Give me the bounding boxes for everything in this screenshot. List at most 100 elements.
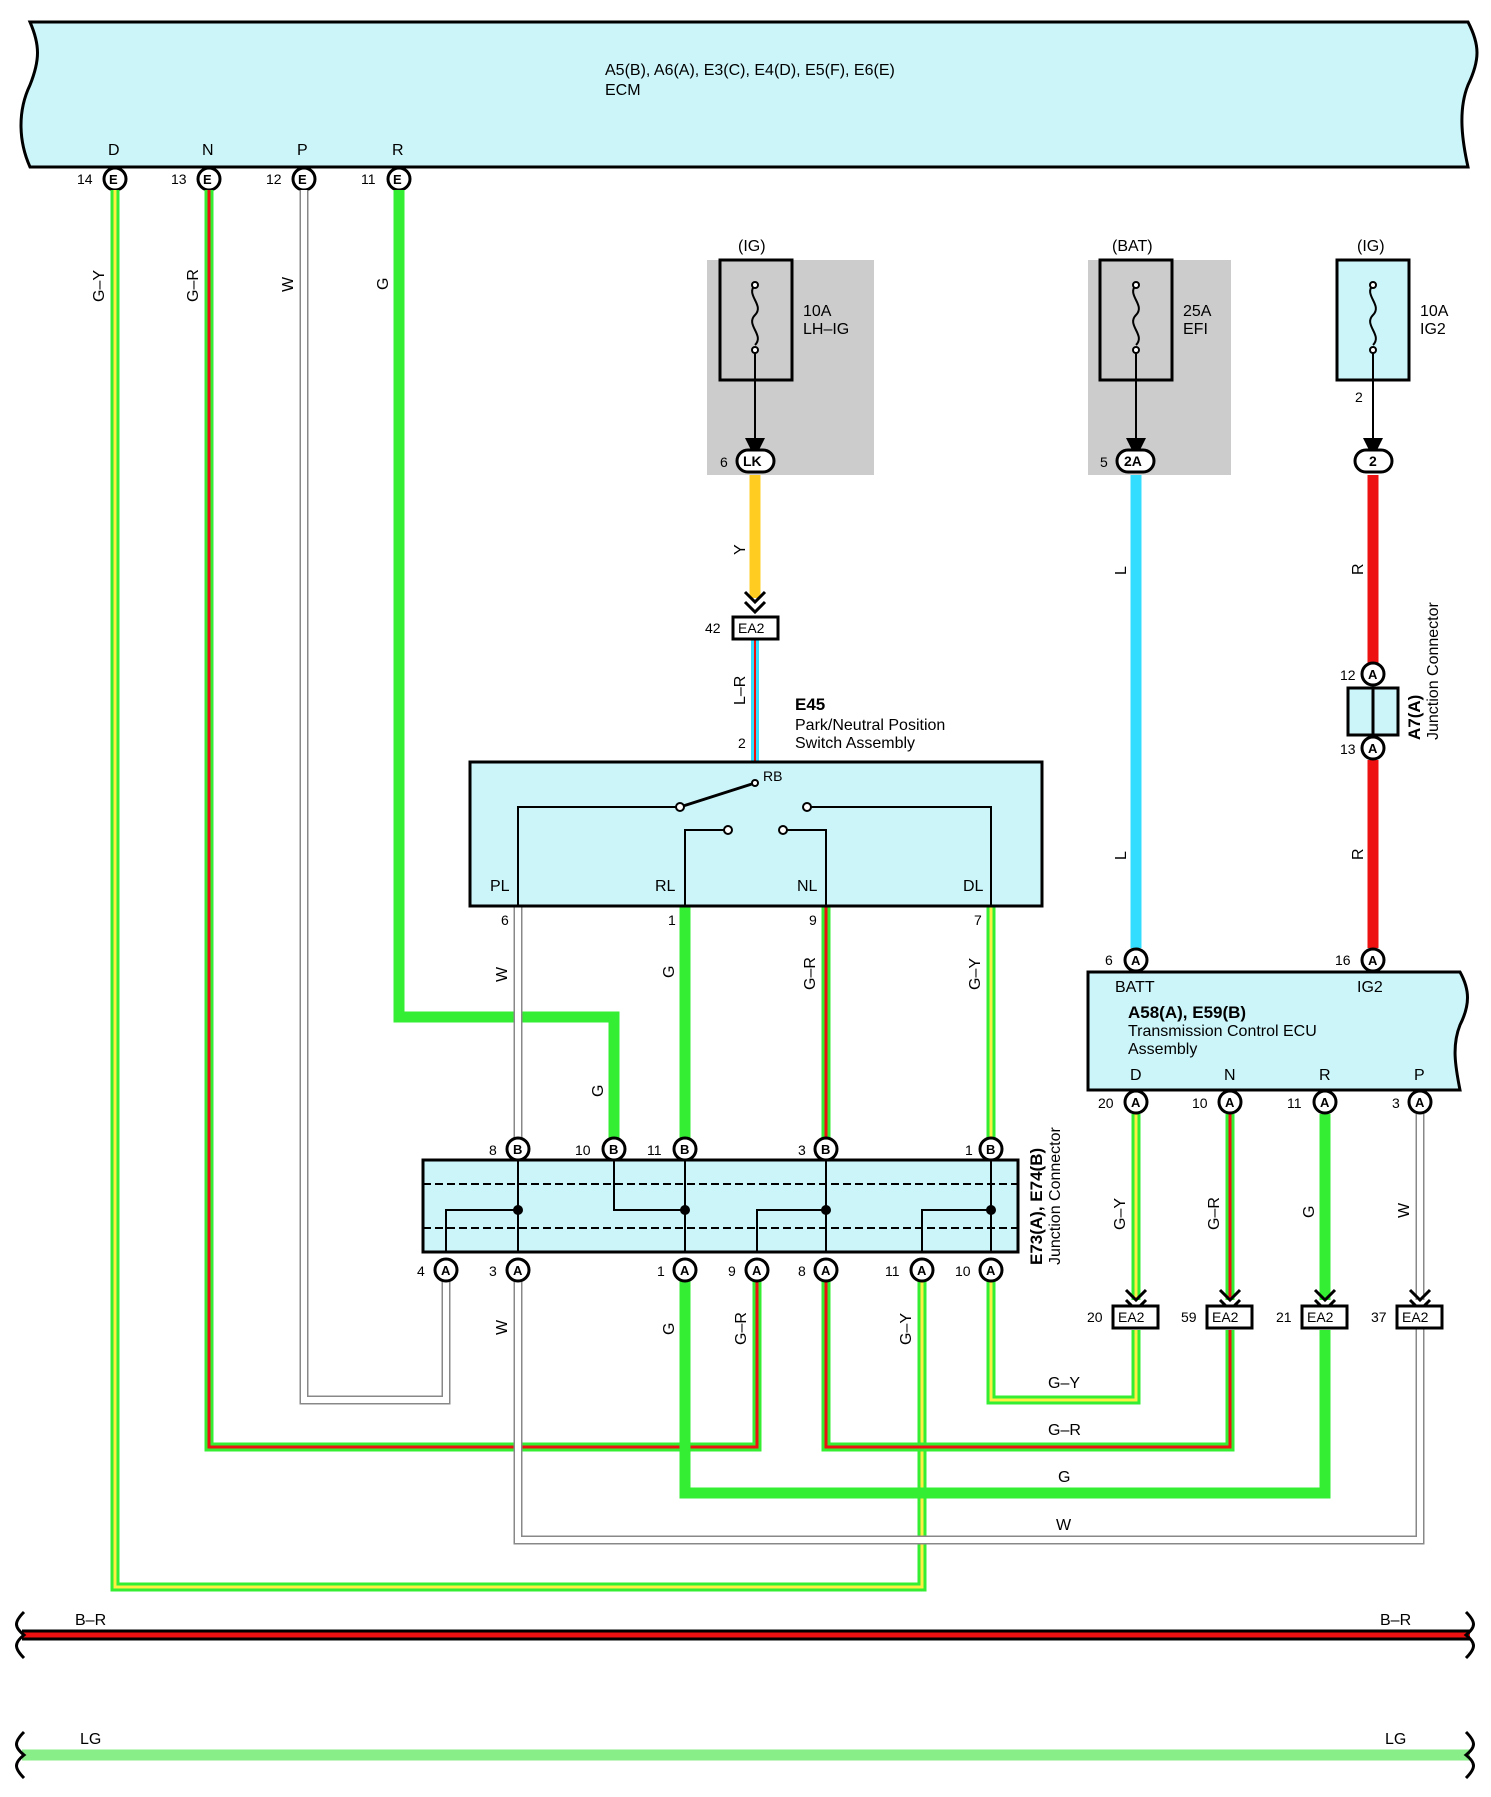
svg-text:G: G	[1058, 1469, 1070, 1486]
ecm-pin-label-r: R	[392, 142, 404, 159]
tcm-name-2: Assembly	[1128, 1041, 1197, 1058]
svg-text:EA2: EA2	[1212, 1309, 1239, 1325]
e45-terminal-dl: DL	[963, 878, 984, 895]
e45-terminal-nl: NL	[797, 878, 818, 895]
svg-text:W: W	[494, 966, 511, 982]
svg-text:G–R: G–R	[733, 1312, 750, 1345]
ecm-pins: 14 13 12 11 E E E E	[77, 166, 412, 192]
bus-lg: LG LG	[15, 1730, 1475, 1780]
ecm-pin-13: E	[196, 166, 222, 192]
svg-text:B: B	[821, 1142, 830, 1157]
ecm-pin-label-d: D	[108, 142, 120, 159]
svg-text:A: A	[1320, 1095, 1330, 1110]
e45-rb: RB	[763, 768, 782, 784]
svg-text:B: B	[986, 1142, 995, 1157]
junction-name: Junction Connector	[1047, 1126, 1064, 1265]
wire-g-ecm	[393, 190, 620, 1138]
svg-text:G–R: G–R	[185, 269, 202, 302]
svg-text:8: 8	[489, 1142, 497, 1158]
svg-text:4: 4	[417, 1263, 425, 1279]
wire-w-ecm	[299, 190, 451, 1405]
fuse-ig2-pin: 2	[1355, 389, 1363, 405]
ea2-bottom-20: EA2 20	[1087, 1288, 1160, 1330]
bus-br-label-left: B–R	[75, 1612, 106, 1629]
ecm-pin-num-14: 14	[77, 171, 93, 187]
svg-text:A: A	[1368, 953, 1378, 968]
svg-text:A: A	[1131, 1095, 1141, 1110]
ecm-pin-num-11: 11	[361, 171, 376, 187]
e45-name-2: Switch Assembly	[795, 735, 915, 752]
tcm-batt-label: BATT	[1115, 979, 1155, 996]
svg-text:G: G	[375, 278, 392, 290]
svg-text:EA2: EA2	[1118, 1309, 1145, 1325]
ecm-pin-12: E	[291, 166, 317, 192]
wire-w-bottom	[513, 1264, 1425, 1545]
svg-text:A: A	[752, 1263, 762, 1278]
fuse-lh-ig: (IG) 10A LH–IG 6 LK	[707, 238, 874, 475]
svg-text:3: 3	[489, 1263, 497, 1279]
svg-text:10: 10	[575, 1142, 591, 1158]
svg-text:11: 11	[1287, 1095, 1302, 1111]
svg-text:8: 8	[798, 1263, 806, 1279]
fuse-lh-ig-pin: 6	[720, 454, 728, 470]
e45-in-pin: 2	[738, 735, 746, 751]
tcm-pin-label-n: N	[1224, 1067, 1236, 1084]
ea2-top-label: EA2	[738, 620, 765, 636]
ea2-bottom-group: EA2 20 EA2 59 EA2 21 EA2 37	[1087, 1288, 1444, 1330]
wire-gy-ecm	[110, 190, 927, 1592]
tcm-pin-label-r: R	[1319, 1067, 1331, 1084]
wire-gr-bottom	[821, 1264, 1235, 1452]
a7-pin-bottom: 13	[1340, 741, 1356, 757]
svg-text:E: E	[203, 172, 212, 187]
ea2-top-pin: 42	[705, 620, 721, 636]
svg-text:A: A	[441, 1263, 451, 1278]
fuse-efi-pin: 5	[1100, 454, 1108, 470]
svg-text:1: 1	[965, 1142, 973, 1158]
junction-id: E73(A), E74(B)	[1027, 1148, 1046, 1265]
svg-text:G–Y: G–Y	[1048, 1375, 1080, 1392]
bus-lg-label-right: LG	[1385, 1731, 1406, 1748]
e45-terminal-rl: RL	[655, 878, 676, 895]
a7-id: A7(A)	[1405, 695, 1424, 740]
svg-text:1: 1	[657, 1263, 665, 1279]
e45-switch: E45 Park/Neutral Position Switch Assembl…	[468, 695, 1044, 928]
svg-text:G: G	[590, 1085, 607, 1097]
fuse-efi-source: (BAT)	[1112, 238, 1153, 255]
svg-text:G–Y: G–Y	[967, 958, 984, 990]
tcm-pin-label-p: P	[1414, 1067, 1425, 1084]
ea2-bottom-59: EA2 59	[1181, 1288, 1254, 1330]
svg-text:G–Y: G–Y	[1112, 1198, 1129, 1230]
svg-text:E: E	[109, 172, 118, 187]
tcm-ig2-label: IG2	[1357, 979, 1383, 996]
svg-text:A: A	[513, 1263, 523, 1278]
ecm-pin-11: E	[386, 166, 412, 192]
svg-text:9: 9	[728, 1263, 736, 1279]
svg-text:E: E	[393, 172, 402, 187]
svg-text:Y: Y	[732, 544, 749, 555]
fuse-ig2-conn: 2	[1369, 453, 1377, 469]
svg-text:EA2: EA2	[1307, 1309, 1334, 1325]
a7-name: Junction Connector	[1425, 601, 1442, 740]
svg-text:L: L	[1113, 851, 1130, 860]
tcm-batt-pin: 6	[1105, 952, 1113, 968]
svg-text:B: B	[609, 1142, 618, 1157]
svg-text:G–Y: G–Y	[898, 1313, 915, 1345]
svg-text:E: E	[298, 172, 307, 187]
svg-text:10: 10	[1192, 1095, 1208, 1111]
svg-text:W: W	[1396, 1202, 1413, 1218]
svg-text:A: A	[680, 1263, 690, 1278]
svg-text:B: B	[680, 1142, 689, 1157]
ecm-pin-num-13: 13	[171, 171, 187, 187]
tcm-pin-label-d: D	[1130, 1067, 1142, 1084]
svg-text:G–R: G–R	[1206, 1197, 1223, 1230]
wire-gr-ecm	[204, 190, 762, 1452]
svg-text:G–R: G–R	[802, 957, 819, 990]
fuse-ig2-rating: 10A	[1420, 303, 1449, 320]
svg-text:R: R	[1350, 848, 1367, 860]
svg-text:G: G	[1301, 1206, 1318, 1218]
svg-text:A: A	[1368, 667, 1378, 682]
fuse-lh-ig-rating: 10A	[803, 303, 832, 320]
e45-pin-6: 6	[501, 912, 509, 928]
ecm-title: A5(B), A6(A), E3(C), E4(D), E5(F), E6(E)	[605, 62, 895, 79]
